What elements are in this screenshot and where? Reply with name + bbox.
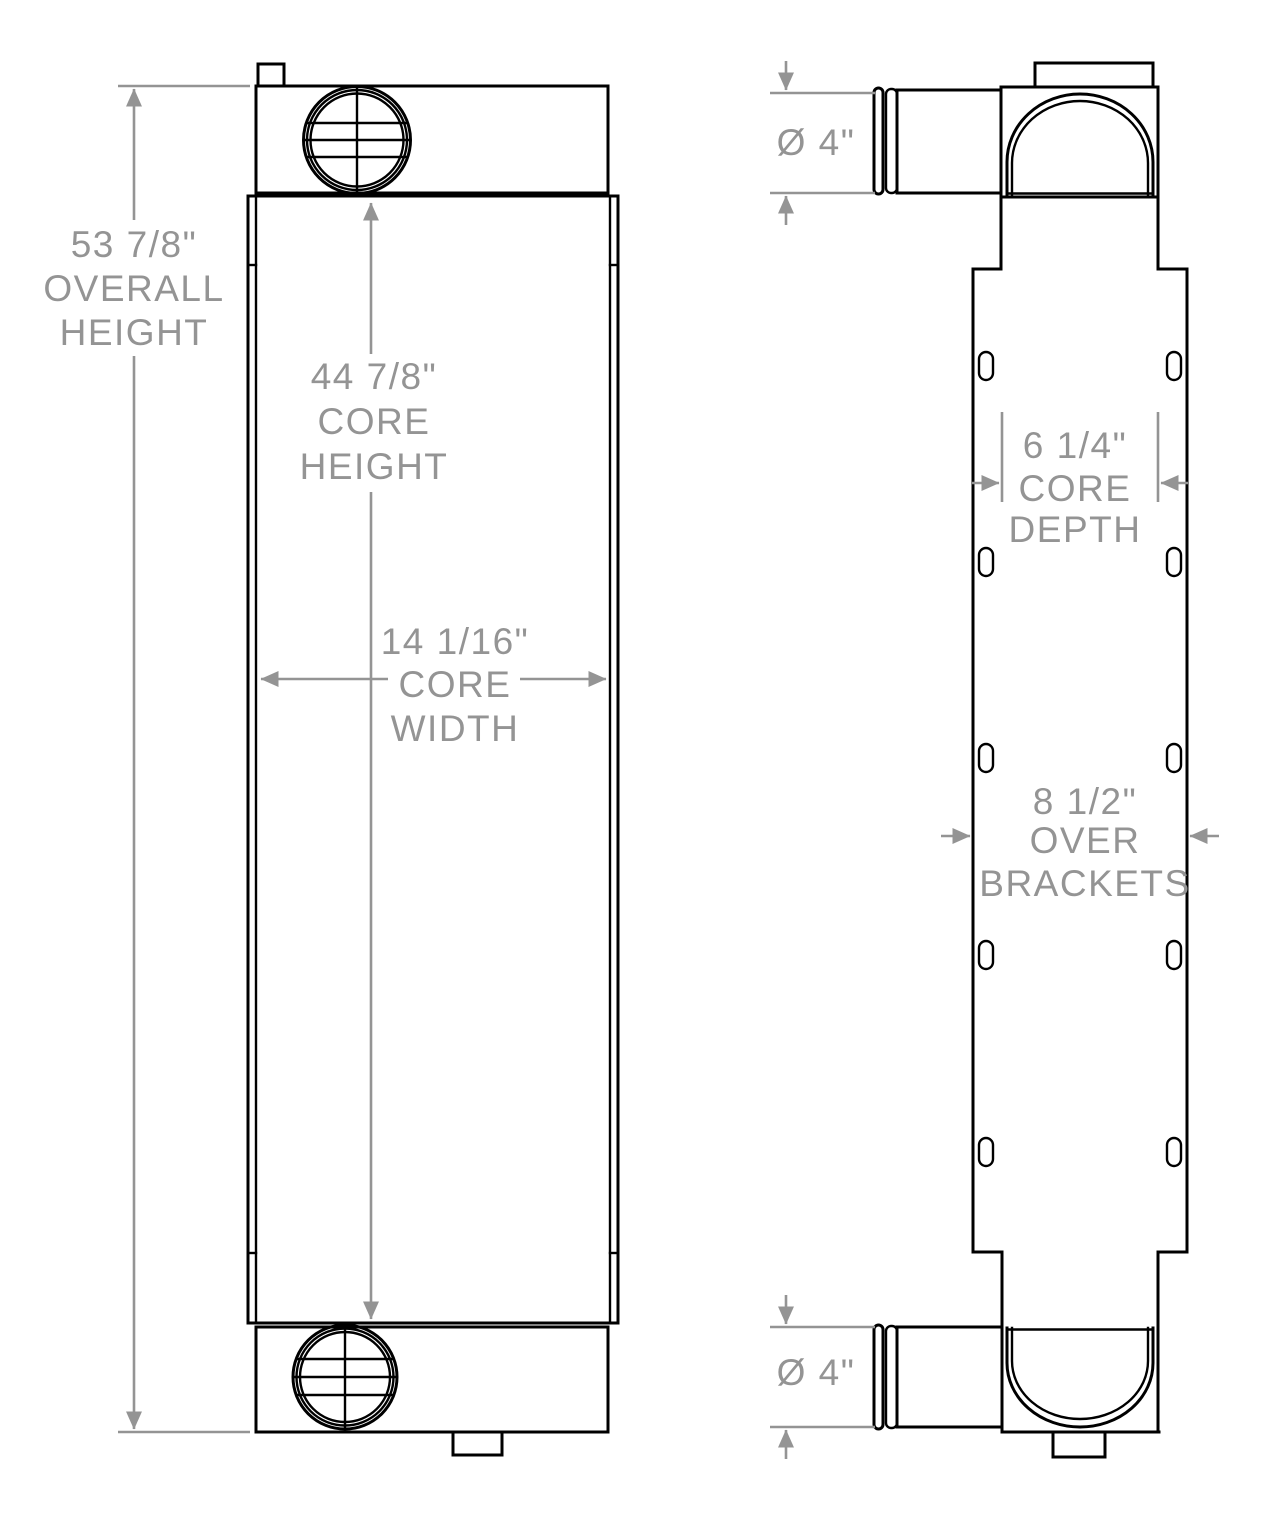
front-bottom-tank bbox=[254, 1325, 610, 1434]
top-pipe-bead-ring bbox=[872, 86, 885, 196]
bottom-pipe-bead-ring bbox=[884, 1324, 899, 1430]
dim-core-width: 14 1/16" CORE WIDTH bbox=[260, 621, 607, 749]
top-pipe-body bbox=[895, 88, 1003, 195]
bracket-slot bbox=[977, 350, 995, 382]
bracket-slot bbox=[1165, 742, 1183, 774]
core-height-label-line2: CORE bbox=[318, 401, 431, 442]
side-top-pipe bbox=[872, 86, 1003, 196]
bracket-slot bbox=[1165, 546, 1183, 578]
core-width-label-line3: WIDTH bbox=[391, 708, 520, 749]
over-brackets-label-line1: 8 1/2" bbox=[1033, 781, 1137, 822]
bottom-dome-inner-arc bbox=[1010, 1326, 1150, 1421]
dim-bottom-port-diameter: Ø 4" bbox=[770, 1295, 875, 1459]
bottom-pipe-bead-ring bbox=[872, 1323, 885, 1431]
dim-core-depth: 6 1/4" CORE DEPTH bbox=[972, 412, 1188, 550]
front-top-port bbox=[302, 85, 412, 195]
overall-height-label-line3: HEIGHT bbox=[60, 312, 209, 353]
bottom-dome-outer-arc bbox=[1005, 1326, 1155, 1429]
core-width-label-line1: 14 1/16" bbox=[381, 621, 530, 662]
side-body-right-outline bbox=[1156, 195, 1189, 1434]
side-body-left-outline bbox=[971, 195, 1004, 1434]
side-bottom-elbow-dome bbox=[1005, 1326, 1155, 1429]
side-bottom-pipe bbox=[872, 1323, 1004, 1431]
top-port-diameter-label: Ø 4" bbox=[777, 122, 856, 163]
bracket-slot bbox=[1165, 1136, 1183, 1168]
bracket-slot bbox=[1165, 939, 1183, 971]
dim-overall-height: 53 7/8" OVERALL HEIGHT bbox=[43, 84, 250, 1434]
bracket-slot bbox=[977, 939, 995, 971]
bracket-slot bbox=[1165, 350, 1183, 382]
side-bottom-mounting-tab bbox=[1051, 1430, 1107, 1459]
overall-height-label-line1: 53 7/8" bbox=[71, 224, 198, 265]
front-top-tank bbox=[254, 84, 610, 195]
side-top-elbow-dome bbox=[1005, 92, 1155, 197]
core-width-label-line2: CORE bbox=[399, 664, 512, 705]
dim-core-height: 44 7/8" CORE HEIGHT bbox=[300, 202, 449, 1320]
core-height-label-line1: 44 7/8" bbox=[311, 356, 438, 397]
side-view bbox=[872, 61, 1189, 1459]
core-height-label-line3: HEIGHT bbox=[300, 446, 449, 487]
core-depth-label-line1: 6 1/4" bbox=[1023, 425, 1127, 466]
side-top-mounting-tab bbox=[1033, 61, 1155, 89]
bottom-pipe-body bbox=[895, 1325, 1004, 1429]
top-dome-inner-arc bbox=[1010, 99, 1150, 197]
core-depth-label-line2: CORE bbox=[1019, 468, 1132, 509]
front-bottom-port bbox=[291, 1323, 399, 1431]
bracket-slot bbox=[977, 742, 995, 774]
side-top-tank bbox=[999, 85, 1160, 199]
front-top-mounting-tab bbox=[256, 62, 286, 88]
front-view bbox=[246, 62, 620, 1457]
bracket-slot bbox=[977, 546, 995, 578]
over-brackets-label-line2: OVER bbox=[1030, 820, 1141, 861]
dim-over-brackets: 8 1/2" OVER BRACKETS bbox=[941, 781, 1219, 904]
bracket-slot bbox=[977, 1136, 995, 1168]
over-brackets-label-line3: BRACKETS bbox=[979, 863, 1190, 904]
front-bottom-mounting-tab bbox=[451, 1430, 504, 1457]
top-dome-outer-arc bbox=[1005, 92, 1155, 197]
side-bracket-slots bbox=[977, 350, 1183, 1168]
core-depth-label-line3: DEPTH bbox=[1009, 509, 1142, 550]
front-core bbox=[246, 194, 620, 1325]
overall-height-label-line2: OVERALL bbox=[43, 268, 224, 309]
bottom-port-diameter-label: Ø 4" bbox=[777, 1352, 856, 1393]
dim-top-port-diameter: Ø 4" bbox=[770, 61, 875, 225]
top-pipe-bead-ring bbox=[884, 87, 899, 195]
core-outline bbox=[246, 194, 620, 1325]
